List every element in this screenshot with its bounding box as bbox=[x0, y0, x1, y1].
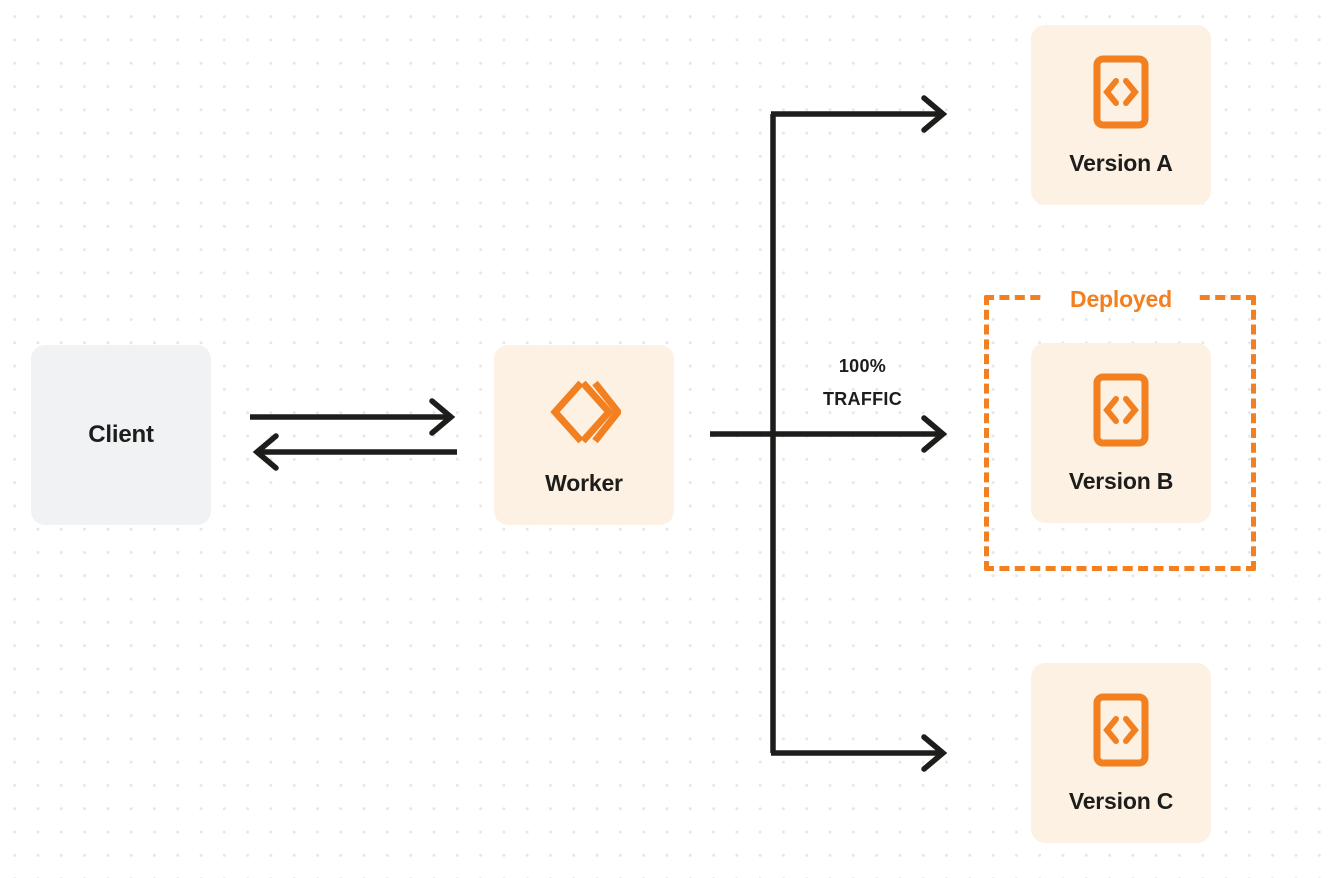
node-version-c[interactable]: Version C bbox=[1031, 663, 1211, 843]
code-document-icon bbox=[1093, 693, 1149, 772]
traffic-percent: 100% bbox=[838, 356, 887, 376]
deployed-label: Deployed bbox=[1043, 286, 1199, 312]
node-version-a-label: Version A bbox=[1069, 150, 1173, 176]
arrow-to-version-b bbox=[773, 415, 948, 453]
code-document-icon bbox=[1093, 373, 1149, 452]
node-version-b[interactable]: Version B bbox=[1031, 343, 1211, 523]
node-version-a[interactable]: Version A bbox=[1031, 25, 1211, 205]
traffic-label: 100% TRAFFIC bbox=[790, 350, 935, 416]
traffic-word: TRAFFIC bbox=[822, 389, 903, 409]
node-worker[interactable]: Worker bbox=[494, 345, 674, 525]
arrow-worker-to-client bbox=[252, 433, 457, 471]
cloudflare-workers-icon bbox=[547, 375, 623, 454]
traffic-trunk bbox=[710, 114, 776, 753]
node-client-label: Client bbox=[88, 421, 154, 448]
arrow-to-version-c bbox=[771, 734, 948, 772]
arrow-client-to-worker bbox=[250, 398, 456, 436]
node-client[interactable]: Client bbox=[31, 345, 211, 525]
node-version-c-label: Version C bbox=[1068, 788, 1174, 814]
arrow-to-version-a bbox=[771, 95, 948, 133]
node-worker-label: Worker bbox=[545, 470, 623, 496]
node-version-b-label: Version B bbox=[1068, 468, 1174, 494]
code-document-icon bbox=[1093, 55, 1149, 134]
